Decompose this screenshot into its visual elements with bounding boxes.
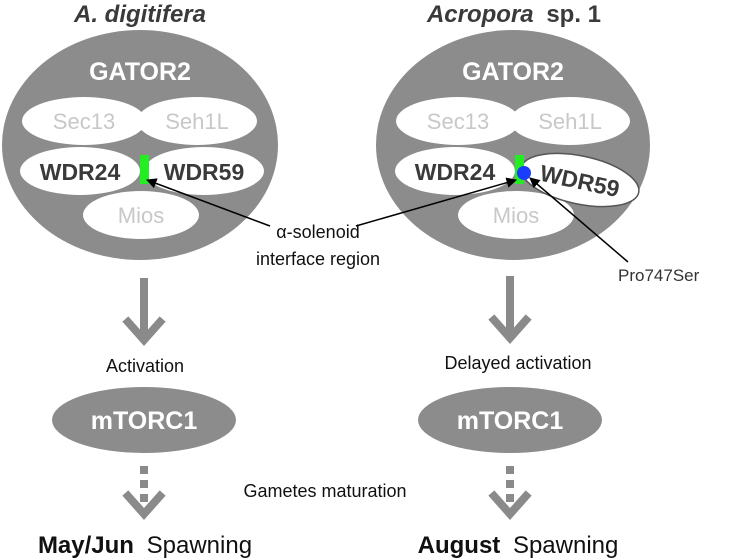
- left-wdr59-label: WDR59: [164, 159, 245, 185]
- interface-pointer-right: [355, 177, 518, 227]
- left-wdr24-label: WDR24: [40, 159, 121, 185]
- left-mtorc1-label: mTORC1: [91, 407, 198, 435]
- right-wdr24-subunit: [395, 147, 515, 195]
- left-spawning-word: Spawning: [147, 532, 252, 558]
- left-seh1l-label: Seh1L: [165, 109, 229, 134]
- right-mios-subunit: [458, 191, 574, 239]
- right-activation-label: Delayed activation: [444, 353, 591, 373]
- left-wdr24-subunit: [20, 147, 140, 195]
- left-seh1l-subunit: [137, 97, 257, 145]
- right-mtorc1-complex: [418, 387, 602, 453]
- right-gator2-label: GATOR2: [462, 58, 564, 86]
- right-seh1l-subunit: [510, 97, 630, 145]
- right-sec13-subunit: [396, 97, 520, 145]
- right-sec13-label: Sec13: [427, 109, 489, 134]
- right-mios-label: Mios: [493, 203, 539, 228]
- left-mios-subunit: [83, 191, 199, 239]
- left-wdr59-subunit: [144, 147, 264, 195]
- right-wdr24-label: WDR24: [415, 159, 496, 185]
- left-down-arrow-head: [122, 316, 166, 347]
- left-mios-label: Mios: [118, 203, 164, 228]
- mutation-pointer: [529, 177, 629, 263]
- right-species-genus: Acropora: [426, 1, 534, 28]
- left-gator2-label: GATOR2: [89, 58, 191, 86]
- left-interface-marker: [140, 155, 149, 184]
- left-mtorc1-complex: [52, 387, 236, 453]
- left-species-title: A. digitifera: [73, 1, 206, 28]
- mutation-label: Pro747Ser: [618, 266, 700, 285]
- gametes-maturation-label: Gametes maturation: [243, 481, 406, 501]
- right-spawning-month: August: [418, 532, 501, 558]
- right-species-rest: sp. 1: [546, 1, 601, 28]
- left-spawning-month: May/Jun: [38, 532, 134, 558]
- interface-annotation-line2: interface region: [256, 249, 380, 269]
- right-down-arrow-head: [488, 314, 532, 345]
- right-mutation-site: [517, 166, 531, 180]
- left-activation-label: Activation: [106, 356, 184, 376]
- right-spawning-word: Spawning: [513, 532, 618, 558]
- right-dashed-arrow-head: [488, 490, 532, 521]
- right-mtorc1-label: mTORC1: [457, 407, 564, 435]
- left-spawning-outcome: May/Jun Spawning: [38, 532, 252, 558]
- interface-pointer-left: [146, 178, 271, 227]
- left-sec13-label: Sec13: [53, 109, 115, 134]
- left-sec13-subunit: [22, 97, 146, 145]
- interface-annotation-line1: α-solenoid: [276, 222, 359, 242]
- right-species-title: Acropora sp. 1: [426, 1, 601, 28]
- right-seh1l-label: Seh1L: [538, 109, 602, 134]
- right-spawning-outcome: August Spawning: [418, 532, 619, 558]
- right-wdr59-subunit-group: WDR59: [520, 152, 640, 208]
- left-dashed-arrow-head: [122, 490, 166, 521]
